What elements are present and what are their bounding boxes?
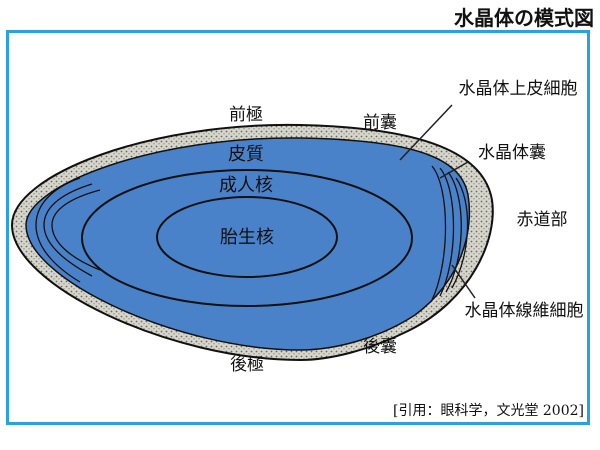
label-equator: 赤道部 <box>517 210 568 230</box>
label-cortex: 皮質 <box>228 144 264 165</box>
label-anterior-pole: 前極 <box>229 105 263 125</box>
label-posterior-capsule: 後囊 <box>363 337 397 357</box>
lens-body <box>25 137 471 351</box>
equatorial-fibers-right <box>431 165 469 301</box>
label-posterior-pole: 後極 <box>230 355 264 375</box>
label-anterior-capsule: 前囊 <box>363 113 397 133</box>
diagram-frame <box>6 30 590 425</box>
label-lens-capsule: 水晶体囊 <box>478 143 546 163</box>
adult-nucleus-outline <box>81 169 413 307</box>
label-lens-fiber-cells: 水晶体線維細胞 <box>465 301 584 321</box>
diagram-title: 水晶体の模式図 <box>454 6 594 30</box>
equatorial-fibers-left <box>35 177 101 283</box>
label-fetal-nucleus: 胎生核 <box>220 227 274 248</box>
fetal-nucleus-outline <box>156 196 338 278</box>
leader-lines <box>399 104 476 299</box>
label-adult-nucleus: 成人核 <box>219 175 273 196</box>
citation: [引用：眼科学，文光堂 2002] <box>392 403 584 419</box>
label-lens-epithelial-cells: 水晶体上皮細胞 <box>459 79 578 99</box>
